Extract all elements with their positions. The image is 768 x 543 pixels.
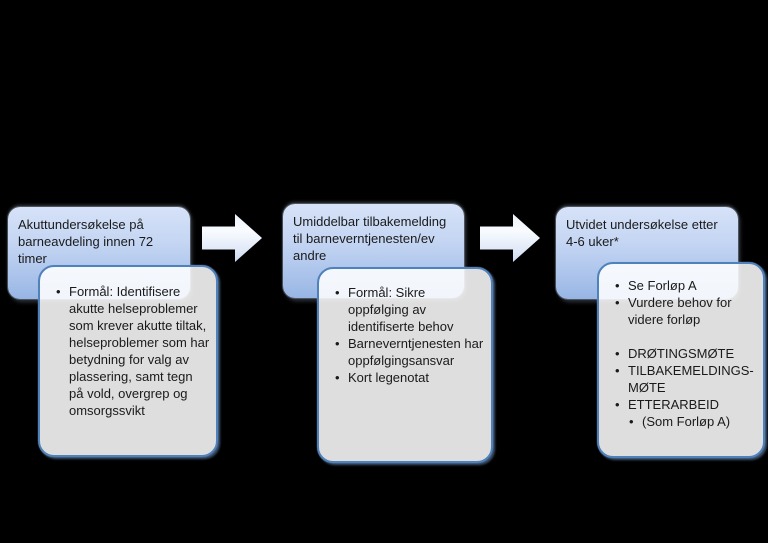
list-item: • Barneverntjenesten har oppfølgingsansv…: [335, 335, 485, 369]
bullet-icon: •: [56, 284, 61, 299]
detail-callout-extended-examination: • Se Forløp A • Vurdere behov for videre…: [597, 262, 765, 458]
bullet-icon: •: [615, 363, 620, 378]
list-item-text: Se Forløp A: [628, 278, 697, 293]
list-item-text: Formål: Sikre oppfølging av identifisert…: [348, 285, 454, 334]
list-item-text: Barneverntjenesten har oppfølgingsansvar: [348, 336, 484, 368]
list-item-text: Vurdere behov for videre forløp: [628, 295, 732, 327]
bullet-icon: •: [629, 414, 634, 429]
list-item: • Vurdere behov for videre forløp: [615, 294, 757, 328]
list-item-text: Kort legenotat: [348, 370, 429, 385]
bullet-icon: •: [615, 278, 620, 293]
list-item: • Formål: Identifisere akutte helseprobl…: [56, 283, 210, 419]
list-item-text: TILBAKEMELDINGS-MØTE: [628, 363, 754, 395]
step-box-label: Umiddelbar tilbakemelding til barnevernt…: [293, 214, 447, 263]
list-item-text: ETTERARBEID: [628, 397, 720, 412]
list-item-text: DRØTINGSMØTE: [628, 346, 735, 361]
list-item: • ETTERARBEID: [615, 396, 757, 413]
bullet-icon: •: [335, 285, 340, 300]
bullet-icon: •: [615, 346, 620, 361]
right-arrow-icon: [480, 214, 540, 262]
bullet-icon: •: [615, 295, 620, 310]
list-item: • Se Forløp A: [615, 277, 757, 294]
detail-callout-immediate-feedback: • Formål: Sikre oppfølging av identifise…: [317, 267, 493, 463]
list-item: • TILBAKEMELDINGS-MØTE: [615, 362, 757, 396]
list-item-text: Formål: Identifisere akutte helseproblem…: [69, 284, 210, 418]
list-spacer: [615, 328, 757, 345]
bullet-icon: •: [615, 397, 620, 412]
list-item: • Formål: Sikre oppfølging av identifise…: [335, 284, 485, 335]
detail-callout-acute-examination: • Formål: Identifisere akutte helseprobl…: [38, 265, 218, 457]
bullet-icon: •: [335, 336, 340, 351]
right-arrow-icon: [202, 214, 262, 262]
step-box-label: Utvidet undersøkelse etter 4-6 uker*: [566, 217, 718, 249]
list-item: • Kort legenotat: [335, 369, 485, 386]
list-item-text: (Som Forløp A): [642, 414, 731, 429]
list-item: • DRØTINGSMØTE: [615, 345, 757, 362]
bullet-icon: •: [335, 370, 340, 385]
list-item-sub: • (Som Forløp A): [629, 413, 757, 430]
step-box-label: Akuttundersøkelse på barneavdeling innen…: [18, 217, 154, 266]
